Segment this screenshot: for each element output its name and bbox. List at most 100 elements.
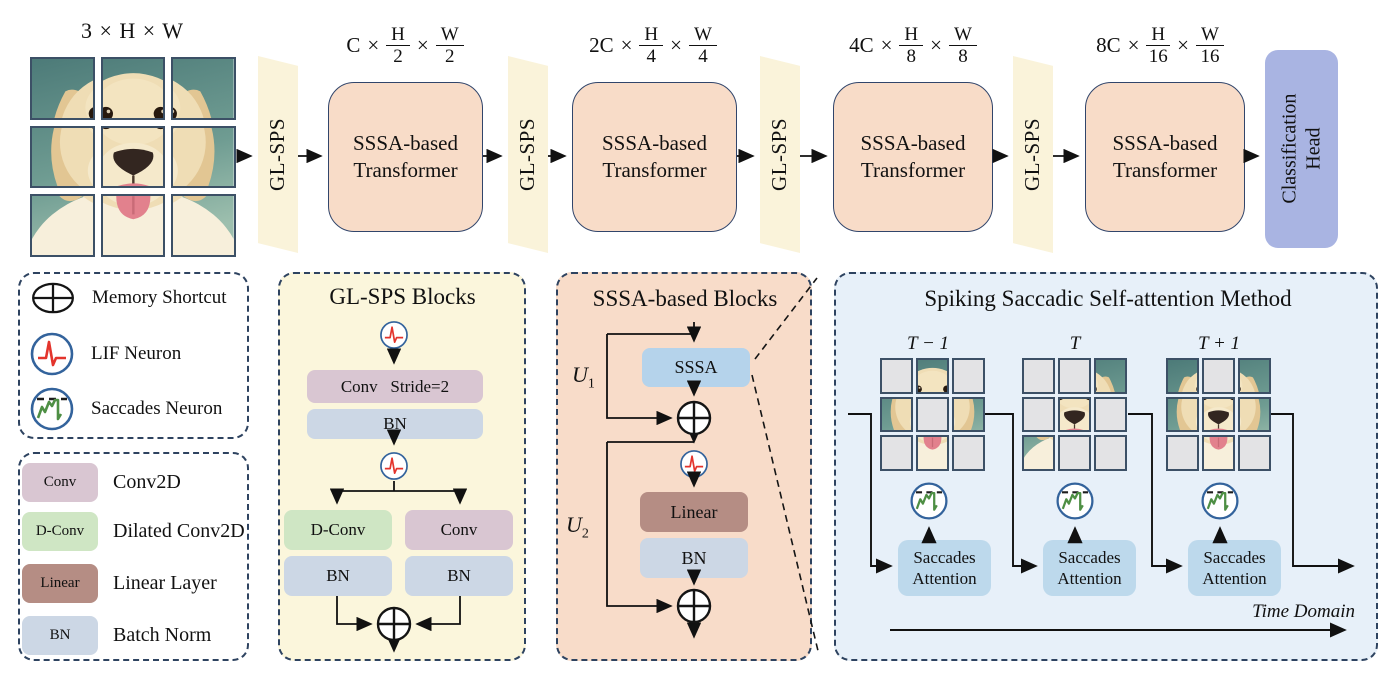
transformer-line1: SSSA-based <box>1112 130 1218 155</box>
image-patch <box>30 194 95 257</box>
image-patch <box>952 396 985 433</box>
conv-chip: Conv <box>22 463 98 502</box>
saccades-neuron-icon <box>1201 482 1239 520</box>
glsps-label: GL-SPS <box>767 117 792 192</box>
dconv-chip: D-Conv <box>22 512 98 551</box>
saccades-neuron-icon <box>30 387 74 431</box>
conv-box: Conv <box>405 510 513 550</box>
image-patch <box>1238 396 1271 433</box>
times-symbol: × <box>1177 33 1189 58</box>
times-symbol: × <box>620 33 633 58</box>
image-patch <box>171 57 236 120</box>
bn-left-box: BN <box>284 556 392 596</box>
linear-chip: Linear <box>22 564 98 603</box>
input-dimension-label: 3 × H × W <box>80 18 185 43</box>
legend-row-dconv: D-Conv Dilated Conv2D <box>22 512 245 551</box>
image-patch <box>952 358 985 394</box>
legend-label: Batch Norm <box>113 624 212 646</box>
conv-stride-box: Conv Stride=2 <box>307 370 483 403</box>
transformer-line2: Transformer <box>860 158 966 182</box>
u2-label: U2 <box>566 512 589 542</box>
patch-grid-t <box>1022 358 1127 471</box>
glsps-stage1: GL-SPS <box>258 56 298 253</box>
classification-head-label: Classification Head <box>1277 94 1324 204</box>
stage3-channels: 4C <box>849 33 874 58</box>
transformer-line1: SSSA-based <box>352 130 458 155</box>
image-patch <box>1166 396 1199 433</box>
times-symbol: × <box>880 33 893 58</box>
glsps-stage4: GL-SPS <box>1013 56 1053 253</box>
image-patch <box>171 125 236 189</box>
image-patch <box>916 396 949 433</box>
image-patch <box>30 125 95 189</box>
image-patch <box>30 57 95 120</box>
image-patch <box>100 194 166 257</box>
lif-neuron-icon <box>30 332 74 376</box>
image-patch <box>1022 396 1055 433</box>
times-symbol: × <box>367 33 380 58</box>
image-patch <box>1202 358 1235 394</box>
bn-right-box: BN <box>405 556 513 596</box>
transformer-stage2: SSSA-based Transformer <box>572 82 737 232</box>
patch-grid-t-minus-1 <box>880 358 985 471</box>
image-patch <box>1058 358 1091 394</box>
lif-neuron-icon <box>680 450 708 478</box>
legend-label: Saccades Neuron <box>91 398 223 419</box>
image-patch <box>1166 358 1199 394</box>
stage1-channels: C <box>346 33 361 58</box>
transformer-line1: SSSA-based <box>860 130 966 155</box>
legend-label: Conv2D <box>113 471 181 493</box>
image-patch <box>916 435 949 471</box>
image-patch <box>1238 358 1271 394</box>
image-patch <box>100 57 166 120</box>
transformer-stage4: SSSA-based Transformer <box>1085 82 1245 232</box>
image-patch <box>1022 435 1055 471</box>
transformer-line1: SSSA-based <box>601 130 707 155</box>
image-patch <box>1022 358 1055 394</box>
linear-box: Linear <box>640 492 748 532</box>
legend-row-bn: BN Batch Norm <box>22 616 211 655</box>
image-patch <box>1058 396 1091 433</box>
bn-box: BN <box>307 409 483 439</box>
input-image-grid <box>30 57 236 257</box>
image-patch <box>171 194 236 257</box>
image-patch <box>1094 396 1127 433</box>
image-patch <box>1094 435 1127 471</box>
image-patch <box>1094 358 1127 394</box>
transformer-line2: Transformer <box>353 158 458 182</box>
legend-row-conv: Conv Conv2D <box>22 463 181 502</box>
legend-row-linear: Linear Linear Layer <box>22 564 217 603</box>
timestep-label-t: T <box>1069 333 1081 354</box>
attention-panel-title: Spiking Saccadic Self-attention Method <box>924 286 1292 311</box>
image-patch <box>1058 435 1091 471</box>
image-patch <box>100 125 166 189</box>
stage4-channels: 8C <box>1096 33 1121 58</box>
u1-label: U1 <box>572 362 595 392</box>
bn-chip: BN <box>22 616 98 655</box>
image-patch <box>1202 435 1235 471</box>
transformer-line2: Transformer <box>602 158 707 182</box>
glsps-stage3: GL-SPS <box>760 56 800 253</box>
time-domain-label: Time Domain <box>1252 601 1355 622</box>
glsps-label: GL-SPS <box>515 117 540 192</box>
legend-label: Memory Shortcut <box>92 287 227 308</box>
sssa-box: SSSA <box>642 348 750 387</box>
times-symbol: × <box>416 33 429 58</box>
saccades-neuron-icon <box>1056 482 1094 520</box>
patch-grid-t-plus-1 <box>1166 358 1271 471</box>
image-patch <box>1202 396 1235 433</box>
lif-neuron-icon <box>380 321 408 349</box>
